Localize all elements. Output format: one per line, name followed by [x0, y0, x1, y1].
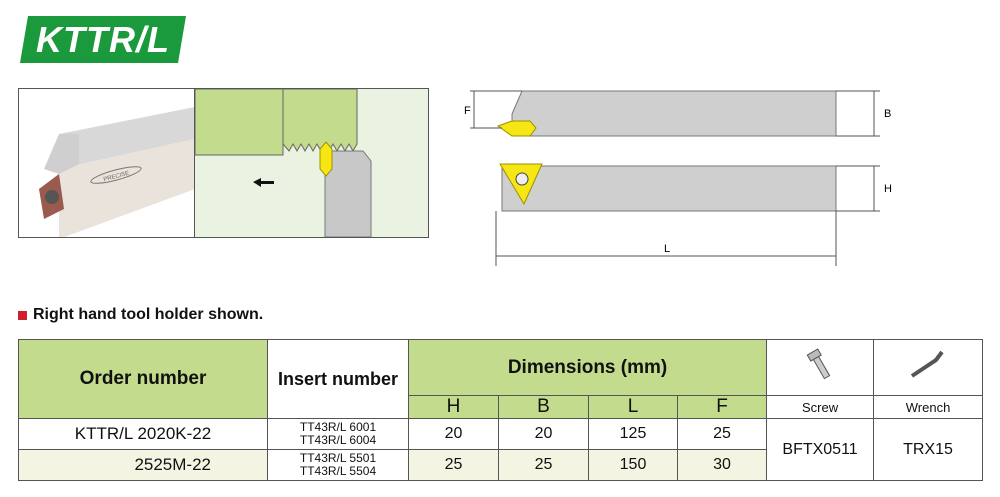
- insert-value: TT43R/L 6004: [299, 433, 377, 447]
- dim-col-f: F: [676, 395, 768, 419]
- bullet-square-icon: [18, 310, 27, 320]
- screw-label: Screw: [766, 395, 875, 419]
- dim-col-b: B: [498, 395, 589, 419]
- insert-value: TT43R/L 5504: [299, 464, 377, 478]
- f-cell: 25: [676, 418, 768, 450]
- order-number-header: Order number: [18, 339, 268, 419]
- wrench-value: TRX15: [873, 418, 984, 481]
- insert-value: TT43R/L 5501: [299, 451, 377, 465]
- order-cell: KTTR/L 2020K-22: [18, 418, 268, 450]
- dim-label-b: B: [884, 108, 891, 120]
- note-text: Right hand tool holder shown.: [33, 306, 264, 323]
- spec-table: Order number Insert number Dimensions (m…: [18, 339, 984, 481]
- dimensions-header: Dimensions (mm): [407, 339, 768, 396]
- dim-col-h: H: [408, 395, 499, 419]
- b-cell: 20: [498, 418, 589, 450]
- threading-diagram: [194, 88, 429, 238]
- dimension-drawing: F B H L: [462, 86, 902, 266]
- l-cell: 150: [588, 449, 678, 481]
- dim-label-h: H: [884, 183, 892, 195]
- logo-badge: [20, 16, 186, 63]
- screw-icon: [766, 339, 875, 396]
- wrench-icon: [873, 339, 984, 396]
- tool-photo: PRECISE: [18, 88, 195, 239]
- b-cell: 25: [498, 449, 589, 481]
- dim-label-l: L: [664, 243, 670, 255]
- h-cell: 20: [408, 418, 499, 450]
- dim-col-l: L: [588, 395, 678, 419]
- wrench-label: Wrench: [873, 395, 984, 419]
- f-cell: 30: [676, 449, 768, 481]
- h-cell: 25: [408, 449, 499, 481]
- dim-label-f: F: [464, 105, 471, 117]
- insert-value: TT43R/L 6001: [299, 420, 377, 434]
- feed-arrow-icon: [253, 178, 274, 187]
- insert-number-header: Insert number: [267, 339, 409, 419]
- logo-text: KTTR/L: [36, 18, 170, 60]
- screw-value: BFTX0511: [766, 418, 875, 481]
- l-cell: 125: [588, 418, 678, 450]
- note: Right hand tool holder shown.: [18, 306, 263, 324]
- logo: KTTR/L: [18, 15, 188, 64]
- order-cell: 2525M-22: [18, 449, 268, 481]
